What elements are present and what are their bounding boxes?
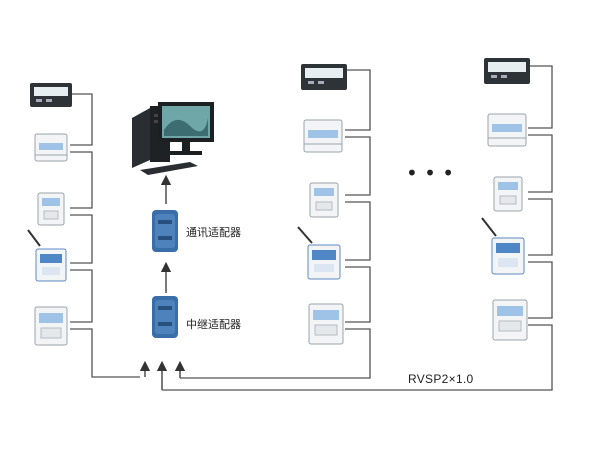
din-rail-meter-icon <box>34 133 68 162</box>
bus-wire <box>70 151 93 209</box>
meter-group-3 <box>162 58 553 391</box>
bus-wire <box>345 136 371 196</box>
more-groups-ellipsis: • • • <box>406 161 454 185</box>
bus-wire <box>345 69 371 131</box>
single-phase-meter-icon <box>309 182 339 218</box>
multifunction-meter-icon <box>30 83 72 107</box>
wireless-meter-icon <box>481 217 525 275</box>
single-phase-meter-icon <box>37 192 65 226</box>
lcd-meter-icon <box>308 303 344 345</box>
comm-adapter-label: 通讯适配器 <box>186 226 241 239</box>
meter-group-2 <box>180 64 371 379</box>
bus-wire <box>70 269 93 323</box>
lcd-meter-icon <box>492 299 528 341</box>
bus-wire <box>528 261 553 319</box>
comm-adapter-icon <box>152 210 178 252</box>
bus-wire <box>70 214 93 264</box>
din-rail-meter-icon <box>303 119 343 153</box>
bus-wire <box>162 324 553 391</box>
multifunction-meter-icon <box>301 64 347 90</box>
meter-group-1 <box>27 83 140 378</box>
bus-wire <box>345 266 371 323</box>
bus-wire <box>528 198 553 256</box>
bus-wire <box>180 328 371 379</box>
bus-wire <box>70 328 140 378</box>
bus-wire <box>345 201 371 261</box>
relay-adapter-icon <box>152 296 178 338</box>
computer-icon <box>132 102 214 175</box>
multifunction-meter-icon <box>484 58 530 84</box>
din-rail-meter-icon <box>487 113 527 147</box>
lcd-meter-icon <box>34 306 68 346</box>
bus-wire <box>70 93 93 146</box>
relay-adapter-label: 中继适配器 <box>186 318 241 331</box>
bus-wire <box>528 134 553 193</box>
bus-wire <box>528 65 553 129</box>
single-phase-meter-icon <box>493 176 523 212</box>
wireless-meter-icon <box>297 226 341 280</box>
wireless-meter-icon <box>27 229 67 282</box>
cable-spec-label: RVSP2×1.0 <box>408 372 474 386</box>
